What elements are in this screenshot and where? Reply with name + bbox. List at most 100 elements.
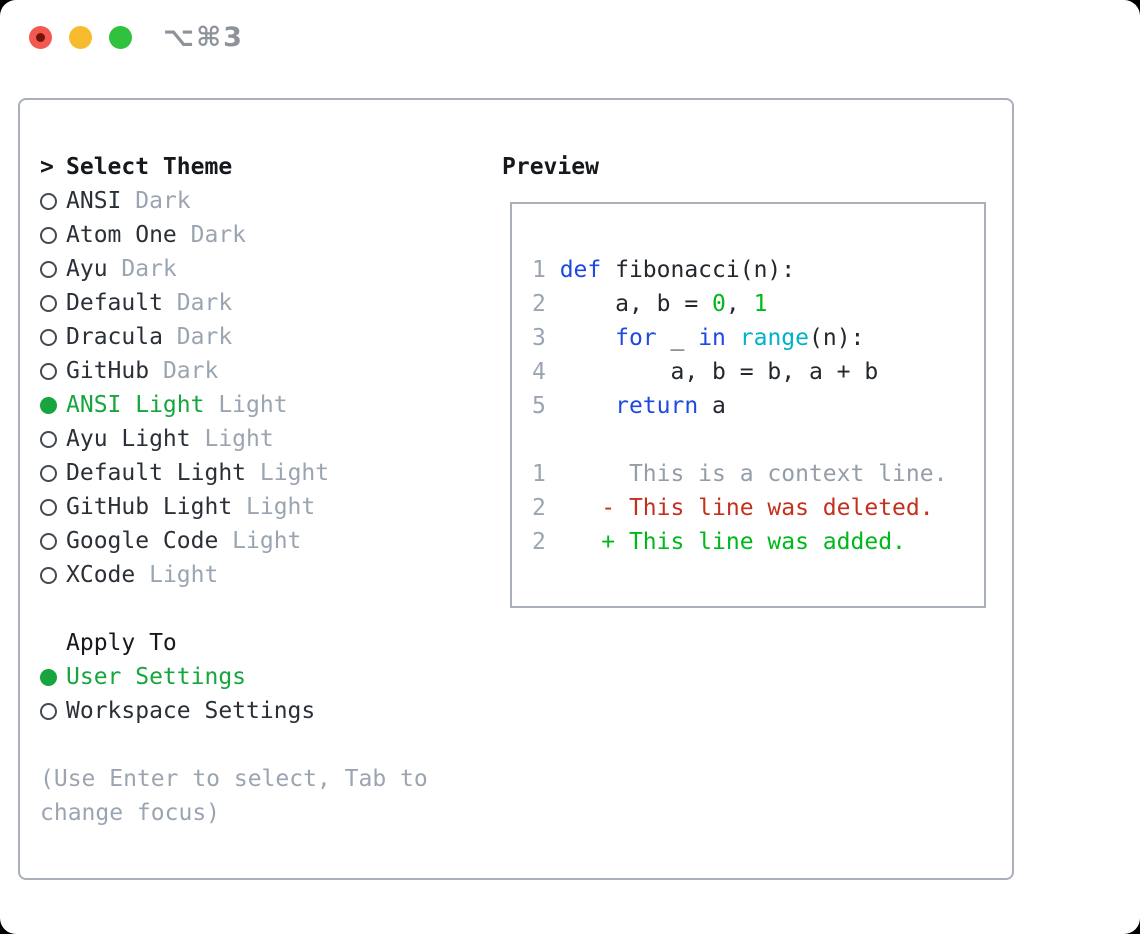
zoom-button[interactable] xyxy=(109,26,132,49)
theme-variant-label: Light xyxy=(218,392,288,418)
code-token-tx: , xyxy=(725,291,754,317)
close-button[interactable] xyxy=(29,26,52,49)
select-theme-header: > Select Theme xyxy=(40,150,428,184)
code-token-tx xyxy=(726,325,740,351)
spacer xyxy=(40,592,428,626)
code-line: 1 This is a context line. xyxy=(532,457,984,491)
theme-item-label: GitHub Light xyxy=(66,494,247,520)
radio-icon xyxy=(40,260,57,278)
theme-variant-label: Dark xyxy=(162,358,219,384)
code-line: 1 def fibonacci(n): xyxy=(532,253,984,287)
theme-item-label: ANSI Light xyxy=(66,392,219,418)
code-line: 2 a, b = 0, 1 xyxy=(532,287,984,321)
theme-item-atom-one[interactable]: Atom One Dark xyxy=(40,218,428,252)
theme-item-label: XCode xyxy=(66,562,150,588)
apply-to-title: Apply To xyxy=(66,630,177,656)
code-token-kw: return xyxy=(615,393,699,419)
code-token-ln: 1 xyxy=(532,461,560,487)
theme-item-dracula[interactable]: Dracula Dark xyxy=(40,320,428,354)
theme-variant-label: Dark xyxy=(176,290,233,316)
code-line: 3 for _ in range(n): xyxy=(532,321,984,355)
code-line: 2 + This line was added. xyxy=(532,525,984,559)
hint-line-2: change focus) xyxy=(40,800,221,826)
code-token-ln: 2 xyxy=(532,291,560,317)
theme-item-xcode[interactable]: XCode Light xyxy=(40,558,428,592)
theme-item-label: GitHub xyxy=(66,358,163,384)
theme-variant-label: Dark xyxy=(121,256,177,282)
preview-header: Preview xyxy=(502,150,599,184)
theme-item-label: Default Light xyxy=(66,460,260,486)
code-token-tx: (n): xyxy=(809,325,865,351)
apply-option-label: Workspace Settings xyxy=(66,698,316,724)
theme-item-label: Atom One xyxy=(66,222,191,248)
hint-line-1: (Use Enter to select, Tab to xyxy=(40,766,428,792)
radio-icon xyxy=(40,430,57,448)
code-token-bi: range xyxy=(739,325,809,351)
select-theme-title: Select Theme xyxy=(66,154,233,180)
code-token-del: - This line was deleted. xyxy=(559,495,934,521)
code-token-kw: in xyxy=(698,325,726,351)
code-token-ln: 1 xyxy=(532,257,560,283)
theme-item-default[interactable]: Default Dark xyxy=(40,286,428,320)
code-token-tx xyxy=(560,393,615,419)
traffic-lights xyxy=(29,26,132,49)
theme-item-github-light[interactable]: GitHub Light Light xyxy=(40,490,428,524)
theme-variant-label: Light xyxy=(259,460,330,486)
code-token-nm: 1 xyxy=(753,291,768,317)
theme-variant-label: Light xyxy=(246,494,316,520)
code-blank-line xyxy=(532,423,984,457)
radio-icon xyxy=(40,702,57,720)
code-token-ln: 4 xyxy=(532,359,560,385)
theme-item-label: ANSI xyxy=(66,188,136,214)
titlebar: ⌥⌘3 xyxy=(0,0,1140,98)
radio-selected-icon xyxy=(40,668,57,686)
theme-item-label: Dracula xyxy=(66,324,177,350)
code-token-ln: 2 xyxy=(532,529,560,555)
theme-variant-label: Light xyxy=(149,562,219,588)
code-token-add: + This line was added. xyxy=(559,529,906,555)
theme-variant-label: Dark xyxy=(176,324,233,350)
code-token-tx: a, b = b, a + b xyxy=(559,359,879,385)
radio-icon xyxy=(40,192,57,210)
code-token-tx: _ xyxy=(656,325,699,351)
code-token-tx xyxy=(560,325,615,351)
window-shortcut-label: ⌥⌘3 xyxy=(163,22,244,53)
preview-title: Preview xyxy=(502,154,599,180)
theme-item-ayu-light[interactable]: Ayu Light Light xyxy=(40,422,428,456)
radio-icon xyxy=(40,226,57,244)
code-token-kw: for xyxy=(615,325,657,351)
code-token-ln: 3 xyxy=(532,325,560,351)
cursor-arrow-icon: > xyxy=(40,154,54,180)
code-line: 5 return a xyxy=(532,389,984,423)
theme-item-default-light[interactable]: Default Light Light xyxy=(40,456,428,490)
radio-icon xyxy=(40,566,57,584)
theme-item-label: Google Code xyxy=(66,528,233,554)
code-token-nm: 0 xyxy=(712,291,726,317)
theme-item-ansi[interactable]: ANSI Dark xyxy=(40,184,428,218)
apply-option-user-settings[interactable]: User Settings xyxy=(40,660,428,694)
minimize-button[interactable] xyxy=(69,26,92,49)
apply-to-header: Apply To xyxy=(40,626,428,660)
radio-selected-icon xyxy=(40,396,57,414)
theme-item-label: Ayu xyxy=(66,256,122,282)
theme-item-ansi-light[interactable]: ANSI Light Light xyxy=(40,388,428,422)
theme-variant-label: Dark xyxy=(190,222,247,248)
theme-item-label: Ayu Light xyxy=(66,426,205,452)
radio-icon xyxy=(40,464,57,482)
theme-item-github[interactable]: GitHub Dark xyxy=(40,354,428,388)
spacer xyxy=(40,728,428,762)
apply-option-workspace-settings[interactable]: Workspace Settings xyxy=(40,694,428,728)
radio-icon xyxy=(40,294,57,312)
theme-item-google-code[interactable]: Google Code Light xyxy=(40,524,428,558)
theme-item-ayu[interactable]: Ayu Dark xyxy=(40,252,428,286)
code-token-kw: def xyxy=(559,257,602,283)
code-line: 4 a, b = b, a + b xyxy=(532,355,984,389)
code-line: 2 - This line was deleted. xyxy=(532,491,984,525)
code-token-ln: 5 xyxy=(532,393,560,419)
